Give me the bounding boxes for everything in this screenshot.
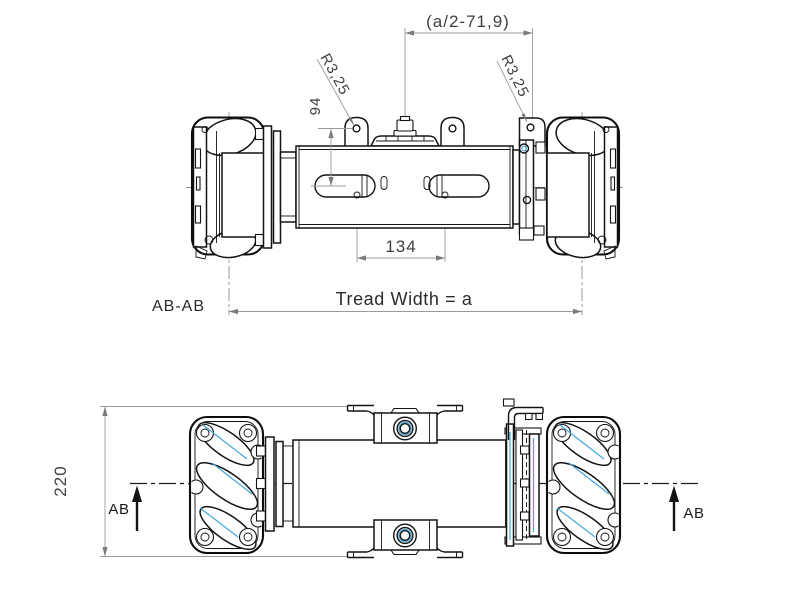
dim-half-tread: (a/2-71,9) xyxy=(405,12,533,36)
dim-220: 220 xyxy=(51,406,108,557)
dim-tread-width: Tread Width = a xyxy=(229,289,582,315)
dim-94: 94 xyxy=(307,97,352,187)
dim-134: 134 xyxy=(357,237,445,261)
dim-radius-right-text: R3,25 xyxy=(497,52,532,100)
small-slot-left xyxy=(380,176,388,190)
top-bracket xyxy=(346,404,464,444)
dim-220-text: 220 xyxy=(51,465,70,496)
section-arrow-right-label: AB xyxy=(683,505,704,522)
right-slot xyxy=(428,174,490,199)
section-arrow-right: AB xyxy=(669,485,704,531)
left-wheel-front xyxy=(188,415,265,555)
small-slot-right xyxy=(423,176,431,190)
dim-tread-width-text: Tread Width = a xyxy=(336,289,473,309)
chassis-plate-top xyxy=(295,145,514,229)
dim-radius-left-text: R3,25 xyxy=(317,51,354,99)
right-mount-front xyxy=(502,398,544,547)
section-view-ab-ab: (a/2-71,9) 94 R3,25 R3,25 134 xyxy=(152,12,623,315)
motor-top xyxy=(369,115,441,147)
section-label: AB-AB xyxy=(152,298,205,315)
dim-94-text: 94 xyxy=(307,97,324,116)
dim-half-tread-text: (a/2-71,9) xyxy=(426,12,510,31)
left-coupling-top xyxy=(254,125,297,249)
dim-134-text: 134 xyxy=(385,237,416,256)
right-wheel-top xyxy=(545,116,621,260)
left-tab-hole xyxy=(352,124,361,133)
front-view: 220 xyxy=(51,398,704,559)
left-wheel-top xyxy=(190,116,266,260)
bracket-hole xyxy=(526,123,535,132)
right-tab-hole xyxy=(448,124,457,133)
section-arrow-left: AB xyxy=(108,485,142,531)
right-wheel-front xyxy=(546,415,622,557)
chassis-tube-front xyxy=(292,439,514,528)
right-bracket-top xyxy=(512,117,546,241)
left-flange-front xyxy=(255,436,293,532)
bottom-bracket xyxy=(346,519,464,559)
dim-radius-right: R3,25 xyxy=(496,52,532,123)
section-arrow-left-label: AB xyxy=(108,501,129,518)
